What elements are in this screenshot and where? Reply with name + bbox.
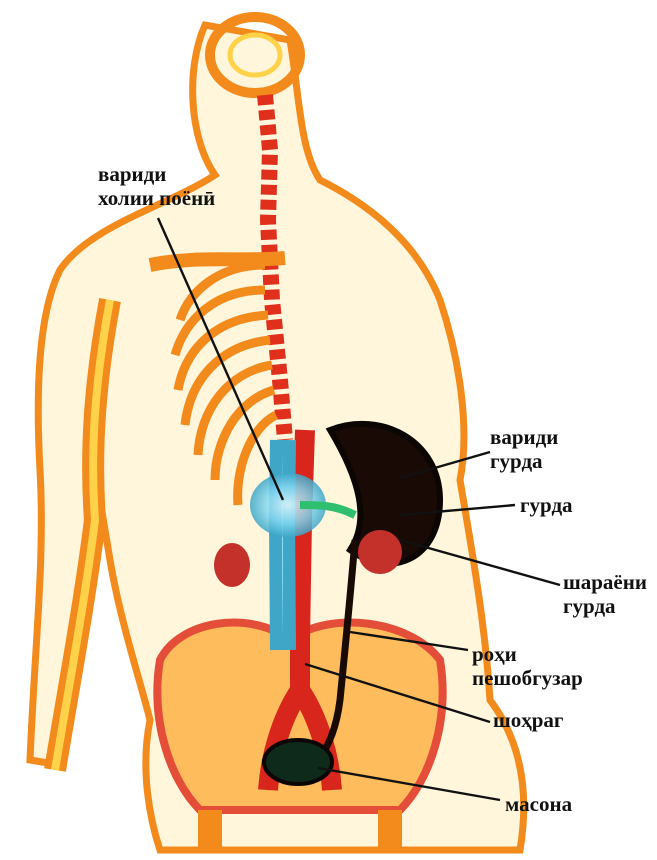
label-bladder-line1: масона	[505, 792, 572, 816]
label-ureter: роҳи пешобгузар	[472, 642, 583, 690]
label-aorta: шоҳраг	[493, 708, 563, 732]
label-ivc: вариди холии поёнӣ	[98, 162, 215, 210]
kidney-lower-blob	[358, 530, 402, 574]
label-renal-artery-line2: гурда	[563, 594, 647, 618]
label-ivc-line1: вариди	[98, 162, 215, 186]
skull-inner	[230, 35, 280, 75]
label-renal-vein-line1: вариди	[490, 425, 558, 449]
clavicle	[150, 258, 285, 265]
label-aorta-line1: шоҳраг	[493, 708, 563, 732]
bladder-shape	[264, 740, 332, 784]
label-ureter-line1: роҳи	[472, 642, 583, 666]
label-bladder: масона	[505, 792, 572, 816]
ivc-vessel	[282, 440, 283, 650]
label-renal-vein-line2: гурда	[490, 449, 558, 473]
label-renal-vein: вариди гурда	[490, 425, 558, 473]
label-ivc-line2: холии поёнӣ	[98, 186, 215, 210]
left-kidney-blob	[214, 543, 250, 587]
label-renal-artery-line1: шараёни	[563, 570, 647, 594]
label-kidney: гурда	[520, 493, 573, 517]
label-kidney-line1: гурда	[520, 493, 573, 517]
label-ureter-line2: пешобгузар	[472, 666, 583, 690]
label-renal-artery: шараёни гурда	[563, 570, 647, 618]
